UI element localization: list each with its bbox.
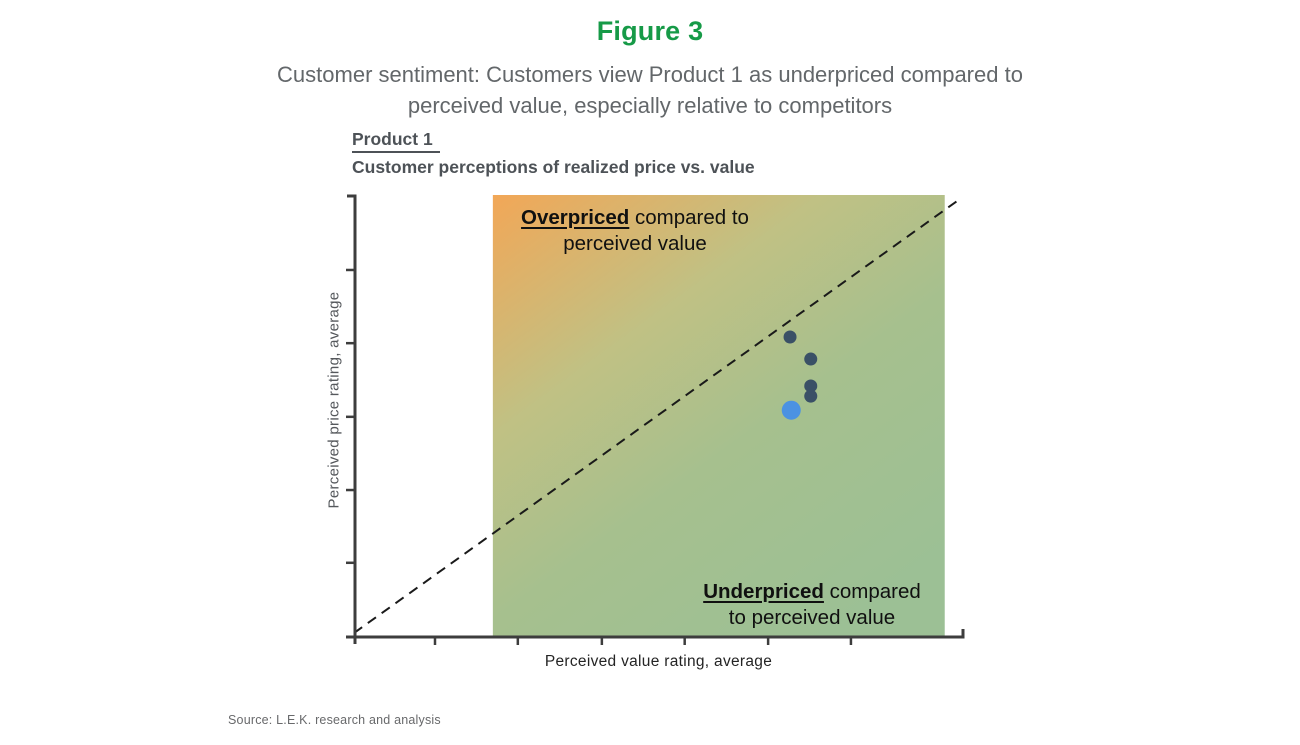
annotation-overpriced-rest: compared to (629, 206, 749, 229)
annotation-underpriced-line2: to perceived value (728, 606, 896, 629)
annotation-underpriced-rest: compared (823, 580, 921, 603)
parity-diagonal-line (353, 199, 960, 634)
competitor-products-point (783, 330, 797, 344)
competitor-products-point (804, 379, 818, 393)
x-axis-label: Perceived value rating, average (544, 653, 773, 670)
annotation-overpriced-line2: perceived value (563, 232, 707, 255)
chart-product-label: Product 1 (352, 129, 440, 153)
chart-header: Product 1 Customer perceptions of realiz… (352, 129, 755, 178)
figure-subtitle-line2: perceived value, especially relative to … (407, 93, 893, 118)
figure-subtitle-line1: Customer sentiment: Customers view Produ… (277, 62, 1023, 87)
figure-subtitle: Customer sentiment: Customers view Produ… (0, 59, 1300, 121)
y-axis-label: Perceived price rating, average (325, 291, 343, 509)
annotation-underpriced: Underpriced compared to perceived value (682, 579, 942, 631)
x-axis (346, 629, 965, 639)
y-axis (347, 194, 357, 644)
competitor-products-point (804, 352, 818, 366)
annotation-overpriced-keyword: Overpriced (521, 206, 630, 229)
annotation-underpriced-keyword: Underpriced (703, 580, 824, 603)
competitor-products-point (804, 389, 818, 403)
product-1-point (781, 400, 801, 420)
figure-title: Figure 3 (596, 16, 704, 46)
source-note: Source: L.E.K. research and analysis (228, 713, 441, 727)
chart-description: Customer perceptions of realized price v… (352, 157, 755, 177)
gradient-region (492, 195, 945, 636)
annotation-overpriced: Overpriced compared to perceived value (495, 205, 775, 257)
